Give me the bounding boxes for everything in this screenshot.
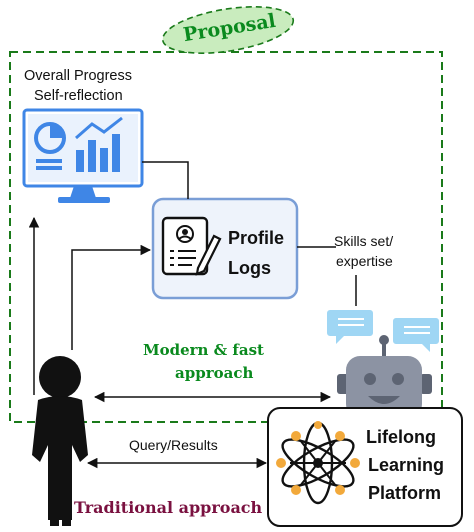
lifelong-label: Lifelong <box>366 427 436 447</box>
chat-bubble-icon <box>327 310 439 352</box>
person-icon <box>32 356 88 526</box>
learning-label: Learning <box>368 455 445 475</box>
overall-progress-label: Overall Progress <box>24 68 132 84</box>
monitor-chart-icon <box>22 108 144 203</box>
platform-label: Platform <box>368 483 442 503</box>
robot-icon <box>337 335 432 418</box>
traditional-approach-label: Traditional approach <box>74 498 263 517</box>
expertise-label: expertise <box>336 253 393 269</box>
profile-document-icon <box>161 216 222 276</box>
self-reflection-label: Self-reflection <box>34 88 123 104</box>
proposal-region <box>9 51 443 423</box>
logs-label: Logs <box>228 258 271 278</box>
atom-network-icon <box>276 421 360 505</box>
skills-label: Skills set/ <box>334 233 394 249</box>
lifelong-platform-box <box>267 407 463 527</box>
profile-label: Profile <box>228 228 285 248</box>
monitor-profile-connector <box>142 161 189 199</box>
query-results-label: Query/Results <box>129 437 218 453</box>
modern-approach-label-line2: approach <box>175 364 254 382</box>
modern-approach-label-line1: Modern & fast <box>143 341 264 359</box>
person-to-profile-arrow <box>71 244 152 350</box>
proposal-badge <box>161 6 295 54</box>
